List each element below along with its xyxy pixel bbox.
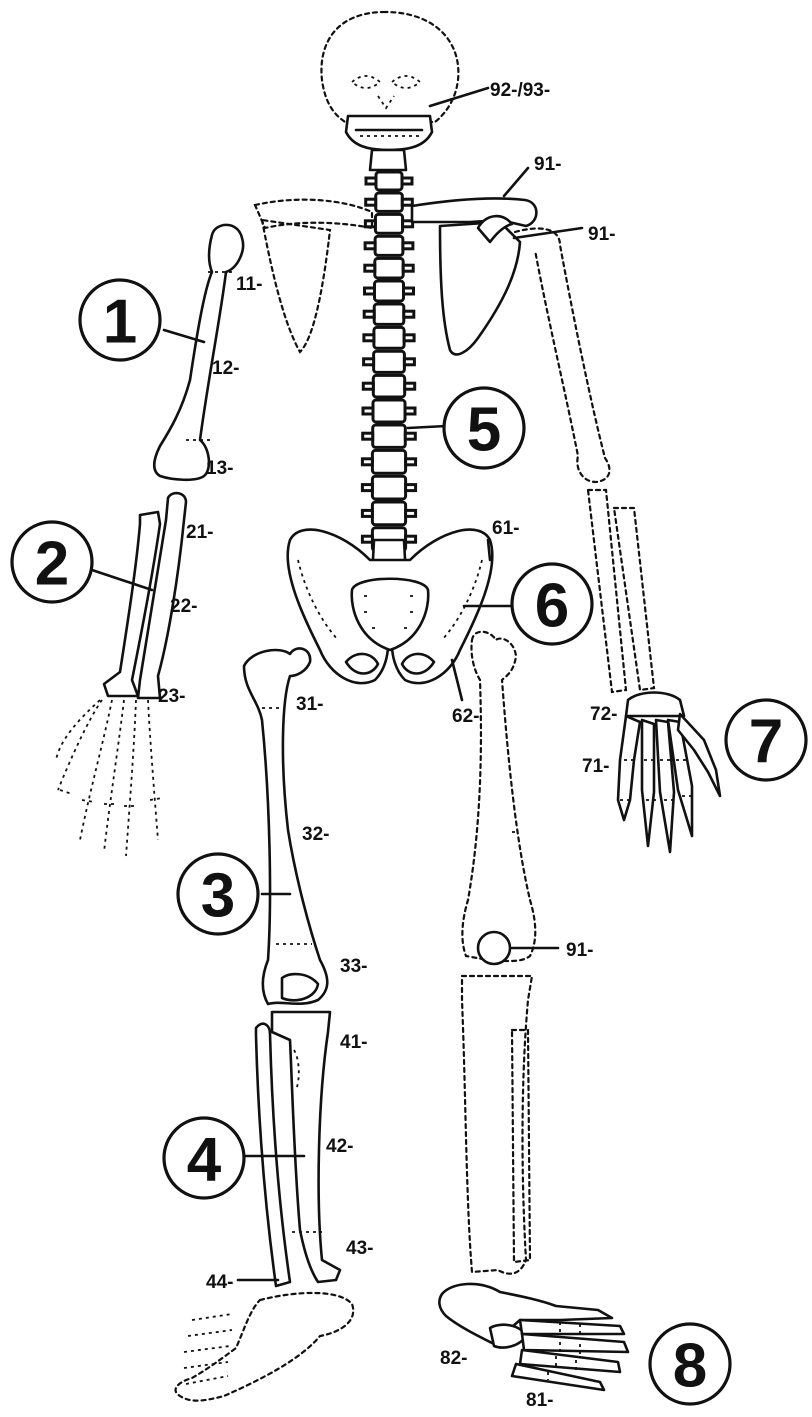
vertebra [375, 214, 402, 233]
svg-text:7: 7 [749, 708, 783, 777]
clavicle-scapula [412, 198, 536, 354]
code-femur-proximal: 31- [296, 694, 323, 715]
vertebra [375, 236, 403, 255]
group-8-marker: 8 [650, 1324, 730, 1404]
vertebra [375, 281, 404, 301]
vertebra-process [365, 243, 375, 249]
vertebra [372, 476, 405, 499]
code-humerus-proximal: 11- [236, 274, 262, 295]
humerus [154, 225, 243, 480]
code-forearm-shaft: 22- [170, 596, 197, 617]
vertebra-process [366, 178, 376, 184]
vertebra [374, 304, 404, 324]
vertebra-process [365, 265, 375, 271]
code-humerus-distal: 13- [206, 458, 233, 479]
svg-text:5: 5 [467, 396, 501, 465]
code-pelvis-ilium: 61- [492, 518, 519, 539]
code-hand-carpus: 72- [590, 704, 617, 725]
vertebra [372, 502, 405, 525]
vertebra [375, 258, 403, 278]
vertebra-process [406, 459, 416, 465]
code-hand-bones: 71- [582, 756, 609, 777]
right-foot [439, 1284, 628, 1390]
vertebra [374, 327, 404, 348]
vertebra-process [364, 311, 374, 317]
group-5-marker: 5 [444, 388, 524, 468]
vertebra [373, 400, 405, 422]
patella [478, 932, 510, 964]
vertebra-process [364, 335, 374, 341]
svg-text:2: 2 [35, 530, 69, 599]
spine [362, 150, 415, 587]
svg-text:4: 4 [187, 1126, 222, 1195]
code-malleolus: 44- [206, 1272, 233, 1293]
code-humerus-shaft: 12- [212, 358, 239, 379]
code-forearm-proximal: 21- [186, 522, 213, 543]
group-1-marker: 1 [80, 280, 160, 360]
svg-text:8: 8 [673, 1332, 707, 1401]
vertebra-process [363, 433, 373, 439]
vertebra-process [366, 199, 376, 205]
vertebra-process [402, 178, 412, 184]
vertebra-process [362, 459, 372, 465]
vertebra-process [403, 243, 413, 249]
vertebra-process [363, 383, 373, 389]
right-hand [618, 693, 720, 853]
group-6-marker: 6 [512, 564, 592, 644]
vertebra [376, 193, 403, 211]
code-pelvis-acetabulum: 62- [452, 706, 479, 727]
code-foot-tarsus: 82- [440, 1348, 467, 1369]
group-3-marker: 3 [178, 854, 258, 934]
vertebra-process [362, 485, 372, 491]
svg-text:1: 1 [103, 288, 137, 357]
ghost-shoulder-left [255, 200, 372, 352]
code-tibia-shaft: 42- [326, 1136, 353, 1157]
vertebra-process [404, 311, 414, 317]
vertebra-process [406, 510, 416, 516]
vertebra-process [405, 433, 415, 439]
vertebra [376, 172, 402, 190]
vertebra-process [402, 199, 412, 205]
group-2-marker: 2 [12, 522, 92, 602]
vertebra-process [363, 408, 373, 414]
vertebra-process [404, 359, 414, 365]
vertebra-process [362, 510, 372, 516]
vertebra-process [362, 536, 372, 542]
code-tibia-proximal: 41- [340, 1032, 367, 1053]
vertebra-process [365, 288, 375, 294]
vertebra-process [405, 383, 415, 389]
vertebra-process [404, 288, 414, 294]
group-4-marker: 4 [164, 1118, 244, 1198]
code-femur-shaft: 32- [302, 824, 329, 845]
svg-text:6: 6 [535, 572, 569, 641]
vertebra-process [406, 536, 416, 542]
code-femur-distal: 33- [340, 956, 367, 977]
group-markers: 1 2 3 4 5 6 7 8 [12, 280, 806, 1404]
vertebra-process [405, 408, 415, 414]
vertebra [373, 375, 404, 397]
skull [321, 12, 458, 150]
vertebra [373, 425, 406, 447]
code-clavicle: 91- [534, 154, 561, 175]
vertebra-process [364, 359, 374, 365]
code-skull: 92-/93- [490, 80, 550, 101]
vertebra-process [404, 335, 414, 341]
code-scapula: 91- [588, 224, 615, 245]
code-patella: 91- [566, 940, 593, 961]
vertebra [372, 450, 405, 473]
vertebra-process [403, 265, 413, 271]
vertebra-process [406, 485, 416, 491]
vertebra [374, 351, 405, 372]
svg-text:3: 3 [201, 862, 235, 931]
vertebra-process [365, 221, 375, 227]
ghost-left-foot [176, 1293, 354, 1401]
code-foot-bones: 81- [526, 1390, 553, 1411]
code-forearm-distal: 23- [158, 686, 185, 707]
code-tibia-distal: 43- [346, 1238, 373, 1259]
group-7-marker: 7 [726, 700, 806, 780]
